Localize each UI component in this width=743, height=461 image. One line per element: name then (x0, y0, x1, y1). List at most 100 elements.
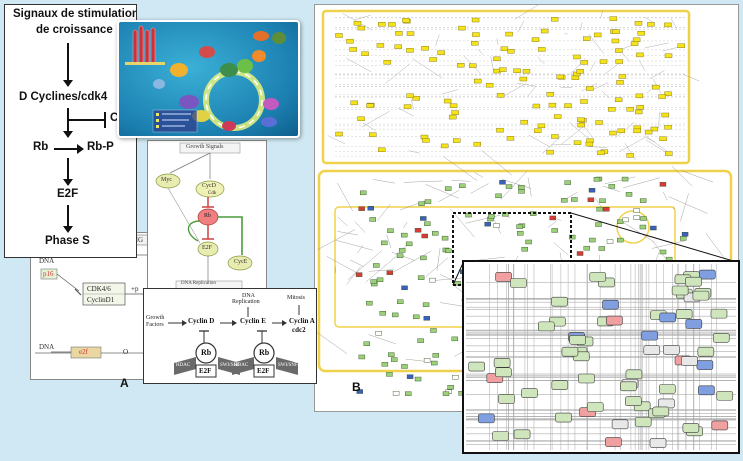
network-node (407, 375, 413, 379)
cki-inhibition-bar (104, 112, 106, 128)
network-node (415, 377, 421, 381)
network-node (380, 311, 386, 315)
cyce-node: CycE (234, 259, 247, 265)
e2f-node-left: E2F (199, 367, 211, 375)
network-node-yellow (631, 42, 638, 46)
network-node (634, 216, 640, 220)
network-node-yellow (613, 30, 620, 34)
network-node-yellow (367, 104, 374, 108)
myc-node: Myc (161, 177, 172, 183)
network-node-yellow (618, 129, 625, 133)
network-node-yellow (596, 121, 603, 125)
zoom-node (697, 361, 713, 370)
network-node-yellow (335, 33, 342, 37)
cyclin-cdk4-label: D Cyclines/cdk4 (19, 91, 107, 103)
network-node-yellow (438, 51, 445, 55)
zoom-node (587, 403, 603, 412)
network-node-yellow (538, 47, 545, 51)
zoom-node (686, 277, 702, 286)
network-edge (437, 248, 440, 270)
network-edge (672, 166, 692, 186)
network-edge (438, 190, 459, 202)
zoom-node (650, 439, 666, 448)
network-node-yellow (493, 57, 500, 61)
network-node (609, 184, 615, 188)
cdk-node: Cdk (208, 191, 216, 196)
zoom-node (469, 362, 485, 371)
network-node-yellow (583, 37, 590, 41)
network-node-yellow (378, 22, 385, 26)
zoom-node (676, 310, 692, 319)
network-node-yellow (362, 52, 369, 56)
rb-node-left: Rb (201, 348, 211, 357)
network-edge (404, 181, 443, 182)
zoom-node (653, 407, 669, 416)
network-node (634, 209, 640, 213)
network-edge (369, 335, 396, 344)
network-node (597, 207, 603, 211)
network-node (377, 278, 383, 282)
arrow-rb-to-e2f (67, 158, 69, 180)
network-node (413, 315, 419, 319)
network-node (565, 181, 571, 185)
network-node-yellow (441, 144, 448, 148)
network-node (584, 246, 590, 250)
network-node (381, 241, 387, 245)
network-node-yellow (660, 137, 667, 141)
network-node-yellow (506, 32, 513, 36)
network-node (397, 254, 403, 258)
e2f-node: E2F (202, 245, 212, 251)
network-node-yellow (610, 131, 617, 135)
network-node-yellow (507, 49, 514, 53)
network-node-yellow (486, 83, 493, 87)
network-node-yellow (665, 54, 672, 58)
network-node (599, 199, 605, 203)
network-node (364, 342, 370, 346)
network-node (518, 185, 524, 189)
zoom-node (478, 414, 494, 423)
zoom-node (699, 270, 715, 279)
network-node (405, 392, 411, 396)
zoom-node (717, 391, 733, 400)
network-node (485, 222, 491, 226)
network-node-yellow (551, 134, 558, 138)
network-edge (551, 144, 571, 145)
zoom-node (538, 322, 554, 331)
zoom-node (626, 370, 642, 379)
network-node (370, 217, 376, 221)
network-node (603, 207, 609, 211)
cdc2-node: cdc2 (292, 326, 306, 334)
network-node-yellow (471, 41, 478, 45)
network-node (430, 278, 436, 282)
e2f-box: e2f (79, 348, 88, 356)
network-edge (398, 108, 414, 116)
network-node-yellow (523, 69, 530, 73)
zoom-node (659, 385, 675, 394)
network-node-yellow (665, 152, 672, 156)
network-node-yellow (547, 150, 554, 154)
network-node (459, 184, 465, 188)
network-node-yellow (597, 151, 604, 155)
network-node-yellow (395, 31, 402, 35)
network-node (360, 191, 366, 195)
network-edge (346, 58, 371, 72)
network-edge (668, 196, 707, 213)
network-node-yellow (557, 75, 564, 79)
zoom-node (683, 423, 699, 432)
swi-snf-right: SWI/SNF (278, 363, 298, 368)
cki-inhibition-line (69, 119, 105, 121)
network-node-yellow (350, 47, 357, 51)
network-edge (624, 222, 655, 242)
network-node-yellow (549, 103, 556, 107)
network-node-yellow (541, 29, 548, 33)
network-node-yellow (645, 130, 652, 134)
network-node (386, 372, 392, 376)
zoom-node (681, 356, 697, 365)
network-node-yellow (457, 63, 464, 67)
network-node (391, 358, 397, 362)
zoom-node (658, 399, 674, 408)
network-node (488, 214, 494, 218)
zoom-node (625, 397, 641, 406)
network-node (506, 185, 512, 189)
network-node (607, 240, 613, 244)
